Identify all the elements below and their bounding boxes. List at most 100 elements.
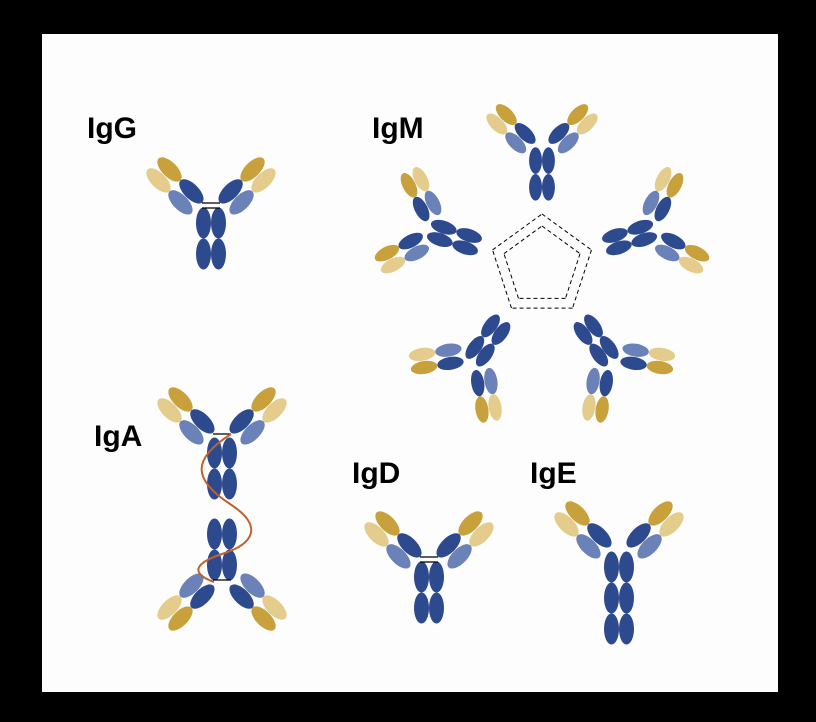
light-chain-variable <box>364 522 389 547</box>
light-chain-variable <box>576 113 598 135</box>
light-chain-constant <box>404 244 430 262</box>
light-chain-constant <box>637 534 662 559</box>
heavy-chain-constant <box>661 232 686 250</box>
heavy-chain-domain <box>456 228 482 243</box>
heavy-chain-constant <box>587 523 612 548</box>
light-chain-constant <box>229 190 254 215</box>
diagram-panel: IgG IgM IgA IgD IgE <box>42 34 778 692</box>
label-iga: IgA <box>94 420 143 453</box>
right-fab-arm <box>626 501 684 559</box>
light-chain-variable <box>408 347 436 362</box>
left-fab-arm <box>554 501 612 559</box>
pentamer-link <box>503 253 519 299</box>
heavy-chain-domain <box>631 232 658 247</box>
heavy-chain-constant <box>514 122 536 144</box>
igd-antibody <box>364 511 494 624</box>
light-chain-variable <box>582 394 596 421</box>
heavy-chain-domain <box>196 207 211 239</box>
heavy-chain-domain <box>465 336 485 359</box>
light-chain-variable <box>488 394 502 421</box>
heavy-chain-domain <box>414 592 429 624</box>
heavy-chain-constant <box>436 533 461 558</box>
igm-monomer <box>374 166 482 274</box>
heavy-chain-domain <box>619 551 634 583</box>
light-chain-variable <box>412 166 430 192</box>
heavy-chain-constant <box>229 584 254 609</box>
heavy-chain-variable <box>240 157 265 182</box>
heavy-chain-domain <box>196 238 211 270</box>
igm-monomer <box>486 104 598 201</box>
light-chain-variable <box>486 113 508 135</box>
heavy-chain-constant <box>599 369 613 397</box>
pentamer-link <box>503 225 543 255</box>
heavy-chain-constant <box>398 232 423 250</box>
igm-monomer <box>408 314 511 423</box>
light-chain-variable <box>380 256 406 274</box>
heavy-chain-domain <box>429 592 444 624</box>
label-igm: IgM <box>372 112 424 145</box>
light-chain-variable <box>146 168 171 193</box>
light-chain-variable <box>157 595 182 620</box>
label-igg: IgG <box>87 112 137 145</box>
light-chain-constant <box>179 420 204 445</box>
heavy-chain-domain <box>211 238 226 270</box>
right-fab-arm <box>548 104 598 154</box>
heavy-chain-variable <box>666 173 684 198</box>
antibody-diagram <box>146 104 710 645</box>
left-fab-arm <box>229 573 287 631</box>
heavy-chain-variable <box>168 606 193 631</box>
light-chain-constant <box>168 190 193 215</box>
heavy-chain-domain <box>452 240 478 256</box>
heavy-chain-domain <box>222 437 237 469</box>
left-fab-arm <box>374 232 430 274</box>
heavy-chain-constant <box>218 179 243 204</box>
label-igd: IgD <box>352 457 401 490</box>
right-fab-arm <box>157 573 215 631</box>
light-chain-variable <box>654 166 672 192</box>
label-ige: IgE <box>530 457 577 490</box>
heavy-chain-variable <box>684 244 710 262</box>
heavy-chain-variable <box>595 396 609 423</box>
heavy-chain-domain <box>599 336 619 359</box>
heavy-chain-domain <box>619 613 634 645</box>
heavy-chain-domain <box>606 240 632 256</box>
pentamer-link <box>565 253 581 299</box>
heavy-chain-variable <box>458 511 483 536</box>
iga-monomer-bottom <box>157 518 287 631</box>
heavy-chain-variable <box>168 387 193 412</box>
heavy-chain-domain <box>430 219 457 235</box>
heavy-chain-constant <box>190 409 215 434</box>
heavy-chain-constant <box>437 356 464 371</box>
heavy-chain-domain <box>542 147 555 174</box>
iga-dimer <box>157 387 287 631</box>
heavy-chain-variable <box>400 173 418 198</box>
heavy-chain-domain <box>619 582 634 614</box>
light-chain-constant <box>386 544 411 569</box>
light-chain-constant <box>424 190 442 216</box>
heavy-chain-constant <box>626 523 651 548</box>
right-fab-arm <box>582 367 613 423</box>
heavy-chain-domain <box>491 322 511 345</box>
igm-monomer <box>602 166 710 274</box>
heavy-chain-variable <box>495 104 517 126</box>
heavy-chain-domain <box>207 437 222 469</box>
light-chain-variable <box>678 256 704 274</box>
heavy-chain-variable <box>475 396 489 423</box>
light-chain-variable <box>659 512 684 537</box>
left-fab-arm <box>486 104 536 154</box>
heavy-chain-domain <box>207 549 222 581</box>
light-chain-constant <box>435 343 462 357</box>
light-chain-variable <box>262 398 287 423</box>
heavy-chain-domain <box>627 219 654 235</box>
light-chain-constant <box>240 573 265 598</box>
left-fab-arm <box>157 387 215 445</box>
heavy-chain-variable <box>567 104 589 126</box>
light-chain-constant <box>622 343 649 357</box>
pentamer-link <box>541 213 592 251</box>
heavy-chain-domain <box>529 173 542 201</box>
heavy-chain-domain <box>602 228 628 243</box>
light-chain-constant <box>484 367 498 395</box>
right-fab-arm <box>400 166 442 222</box>
light-chain-constant <box>447 544 472 569</box>
heavy-chain-domain <box>211 207 226 239</box>
